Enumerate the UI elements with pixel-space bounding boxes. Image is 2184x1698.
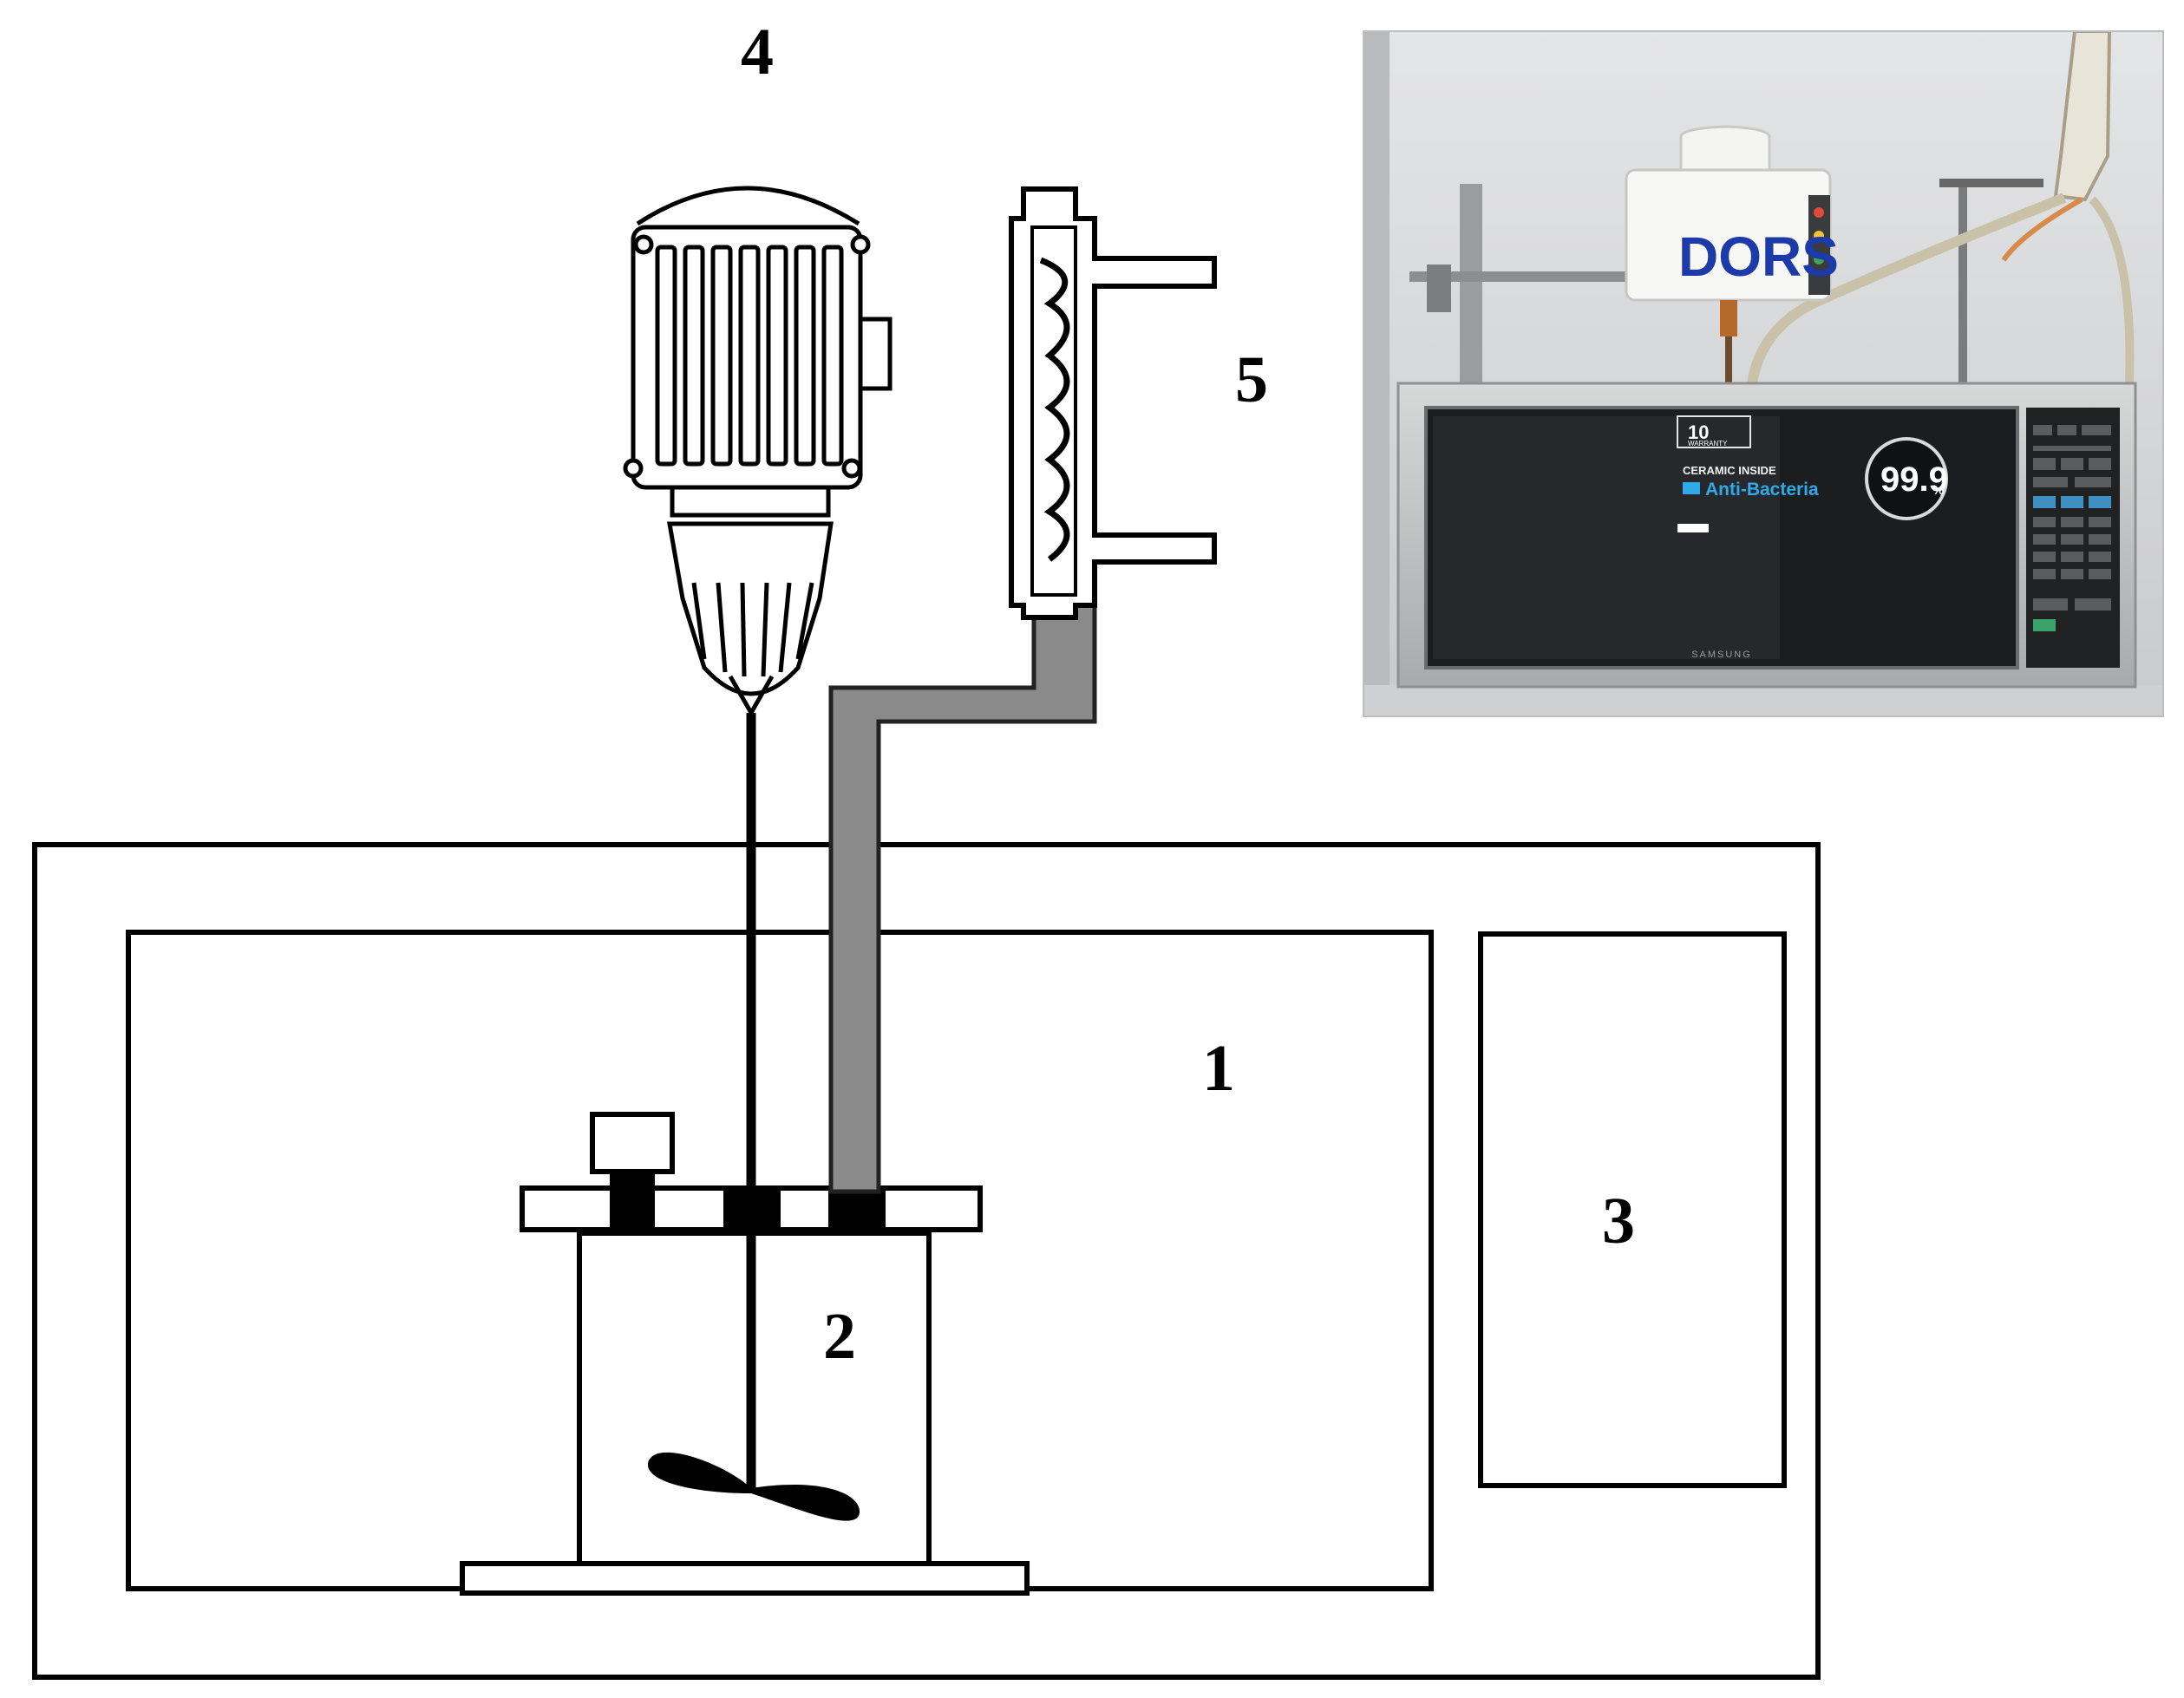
- temperature-probe-cap: [590, 1112, 675, 1174]
- photo-key: [2033, 477, 2068, 487]
- photo-wall-shadow: [1363, 31, 1390, 716]
- photo-stand-rod-right: [1958, 179, 1967, 387]
- photo-key: [2061, 552, 2083, 562]
- condenser-jacket: [1009, 186, 1217, 620]
- motor-bolt-4: [841, 458, 862, 479]
- photo-hose-right: [2089, 196, 2135, 384]
- photo-stand-clamp: [1427, 264, 1451, 312]
- motor-fin-3: [710, 245, 733, 467]
- photo-key: [2075, 477, 2111, 487]
- label-reactor-vessel: 2: [823, 1300, 856, 1373]
- photo-frame: [1363, 30, 2164, 717]
- label-stirrer-motor: 4: [741, 16, 774, 88]
- photo-key: [2033, 569, 2056, 579]
- photo-stirrer-knob-3: [1814, 254, 1824, 264]
- microwave-outer-casing: [32, 842, 1821, 1680]
- motor-top-arc: [636, 186, 860, 226]
- photo-percent-sign: %: [1932, 483, 1944, 498]
- photo-key: [2082, 425, 2111, 435]
- condenser-port: [828, 1188, 886, 1235]
- motor-bolt-1: [633, 234, 654, 255]
- motor-terminal-box: [858, 317, 893, 391]
- photo-key: [2089, 458, 2111, 470]
- photo-key: [2061, 569, 2083, 579]
- photo-key: [2061, 517, 2083, 527]
- reflux-condenser: [1009, 186, 1217, 620]
- photo-key: [2061, 534, 2083, 545]
- photo-stand-rod-left: [1460, 184, 1482, 392]
- motor-chuck: [667, 521, 834, 696]
- reactor-base-plate: [460, 1561, 1030, 1596]
- apparatus-photo: DORS 10 WARRANTY CERAMIC INSIDE Anti-Bac…: [1363, 30, 2164, 717]
- vapor-pipe: [828, 596, 1097, 1194]
- photo-warranty-number: 10: [1688, 421, 1709, 443]
- photo-anti-bacteria-text: Anti-Bacteria: [1705, 480, 1819, 500]
- label-control-panel: 3: [1602, 1185, 1635, 1257]
- photo-clamp-right: [1939, 179, 2043, 187]
- photo-hose-left: [1747, 193, 2067, 385]
- control-panel-box: [1478, 931, 1787, 1488]
- photo-stirrer-brand: DORS: [1678, 225, 1839, 288]
- photo-stirrer-chuck: [1720, 300, 1737, 336]
- photo-key: [2033, 552, 2056, 562]
- condenser-coil: [1039, 257, 1070, 562]
- photo-key: [2061, 458, 2083, 470]
- photo-stand-arm: [1409, 271, 1644, 282]
- photo-warranty-word: WARRANTY: [1688, 440, 1728, 447]
- motor-fin-7: [821, 245, 844, 467]
- photo-percent-ring: [1865, 437, 1948, 520]
- photo-key: [2033, 534, 2056, 545]
- photo-key: [2033, 446, 2111, 451]
- photo-key: [2033, 598, 2068, 611]
- photo-key: [2033, 425, 2052, 435]
- photo-keypad: [2033, 425, 2111, 611]
- photo-key-blue-3: [2089, 496, 2111, 508]
- label-microwave-oven: 1: [1202, 1032, 1235, 1105]
- photo-warranty-badge: [1677, 415, 1751, 448]
- motor-fin-4: [738, 245, 761, 467]
- photo-key: [2089, 569, 2111, 579]
- photo-key-green: [2033, 619, 2056, 631]
- photo-indicator-white: [1677, 524, 1709, 532]
- photo-key: [2033, 517, 2056, 527]
- impeller-blades: [647, 1452, 860, 1521]
- motor-chuck-slots: [691, 582, 814, 677]
- photo-hose-orange: [2001, 197, 2083, 262]
- photo-glass-condenser: [2053, 31, 2112, 202]
- photo-key: [2089, 534, 2111, 545]
- photo-key: [2089, 552, 2111, 562]
- motor-fin-2: [683, 245, 705, 467]
- probe-port: [610, 1172, 655, 1232]
- photo-ceramic-text: CERAMIC INSIDE: [1683, 464, 1776, 477]
- photo-anti-bacteria-icon: [1683, 482, 1700, 494]
- stirrer-motor: [623, 186, 893, 718]
- photo-percent-number: 99.9: [1880, 460, 1948, 499]
- label-condenser: 5: [1235, 343, 1268, 416]
- photo-key: [2075, 598, 2111, 611]
- motor-fin-1: [655, 245, 677, 467]
- motor-fin-5: [766, 245, 788, 467]
- photo-stirrer-cap: [1679, 125, 1771, 175]
- motor-fin-6: [794, 245, 816, 467]
- photo-table: [1363, 685, 2163, 716]
- photo-key: [2057, 425, 2076, 435]
- photo-key: [2089, 517, 2111, 527]
- photo-key-blue-1: [2033, 496, 2056, 508]
- photo-stirrer-knob-1: [1814, 207, 1824, 218]
- motor-chuck-tip: [728, 675, 775, 718]
- schematic: 1 2 3 4 5: [32, 16, 1821, 1680]
- condenser-inner-tube: [1030, 225, 1077, 597]
- motor-bolt-2: [850, 234, 871, 255]
- motor-bolt-3: [623, 458, 644, 479]
- photo-stirrer-knob-2: [1814, 231, 1824, 241]
- photo-key: [2033, 458, 2056, 470]
- photo-oven-window-reflection: [1433, 416, 1780, 659]
- photo-oven-brand: SAMSUNG: [1691, 650, 1752, 660]
- photo-stirrer-rod: [1725, 336, 1732, 385]
- motor-neck: [670, 485, 831, 518]
- photo-key-blue-2: [2061, 496, 2083, 508]
